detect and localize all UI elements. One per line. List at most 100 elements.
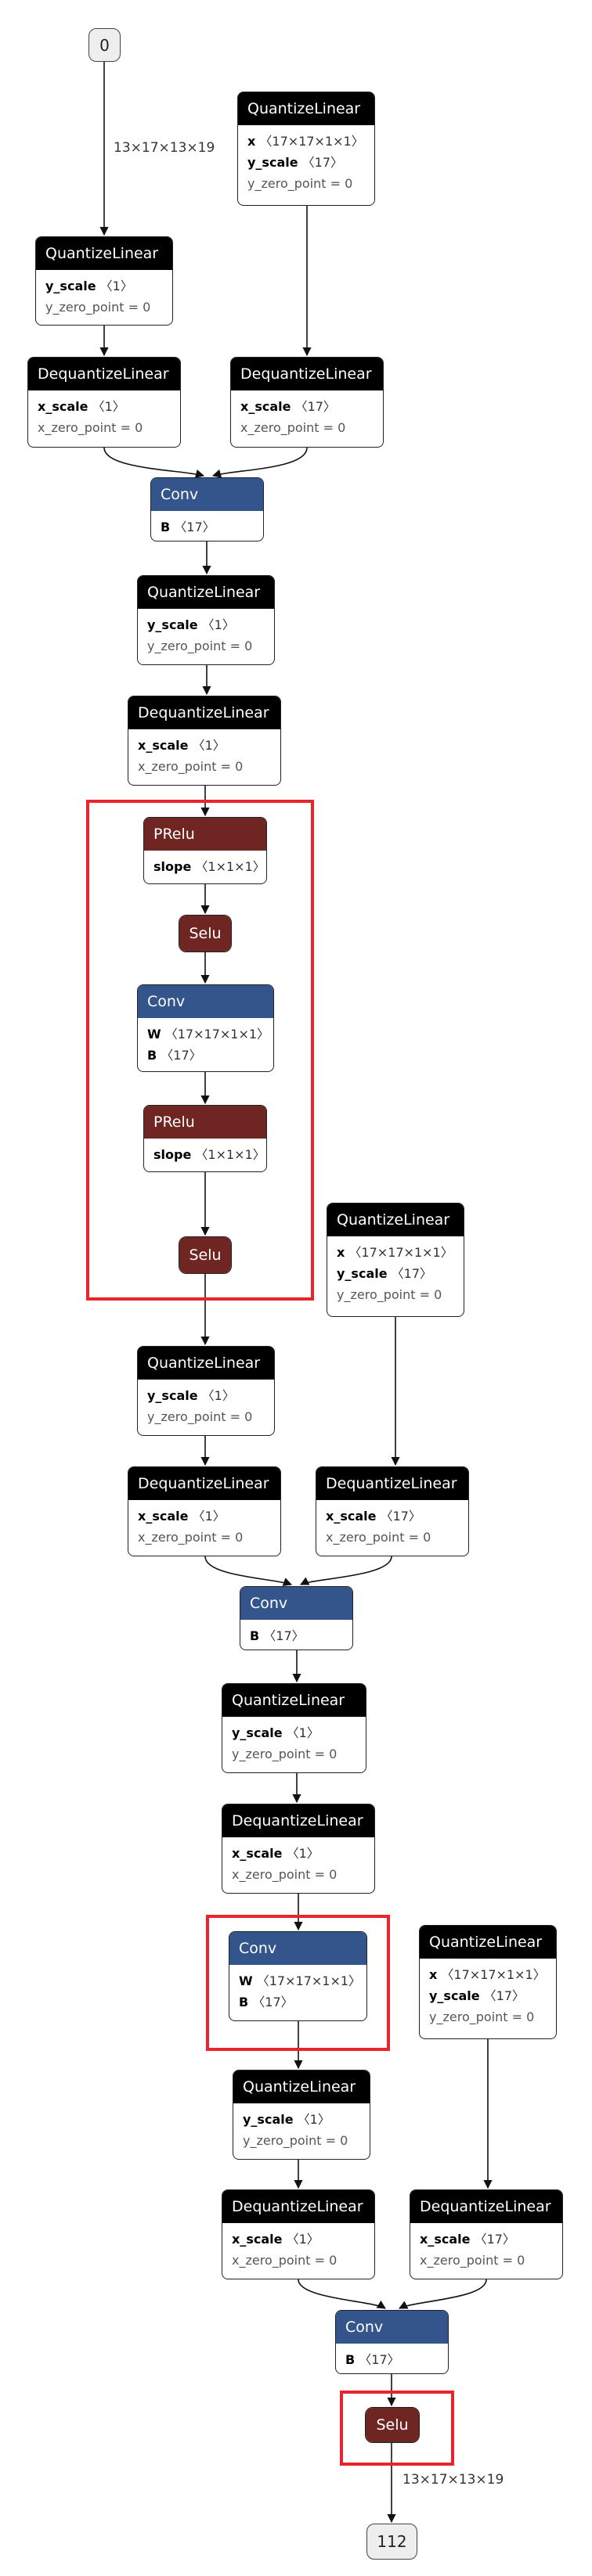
input-shape-label: 13×17×13×19 bbox=[114, 140, 215, 156]
node-attributes: x_scale 〈17〉x_zero_point = 0 bbox=[410, 2223, 562, 2276]
attribute-value: 〈1〉 bbox=[286, 1846, 319, 1861]
node-title: DequantizeLinear bbox=[128, 696, 280, 729]
attribute-row: y_scale 〈17〉 bbox=[337, 1263, 456, 1284]
attribute-key: y_zero_point = 0 bbox=[243, 2133, 348, 2148]
node-attributes: x 〈17×17×1×1〉y_scale 〈17〉y_zero_point = … bbox=[327, 1236, 464, 1310]
attribute-key: x_zero_point = 0 bbox=[138, 759, 244, 774]
attribute-row: y_zero_point = 0 bbox=[45, 297, 164, 318]
attribute-key: x_zero_point = 0 bbox=[232, 1867, 338, 1882]
attribute-row: x_scale 〈1〉 bbox=[232, 2229, 366, 2250]
attribute-key: x_zero_point = 0 bbox=[138, 1530, 244, 1545]
node-attributes: x_scale 〈1〉x_zero_point = 0 bbox=[222, 1837, 374, 1890]
attribute-row: B 〈17〉 bbox=[250, 1625, 345, 1646]
attribute-value: 〈1〉 bbox=[201, 1388, 235, 1403]
graph-input-node[interactable]: 0 bbox=[88, 28, 121, 62]
node-title: DequantizeLinear bbox=[222, 2190, 374, 2223]
node-title: QuantizeLinear bbox=[138, 1347, 274, 1380]
node-conv5[interactable]: Conv B 〈17〉 bbox=[335, 2310, 449, 2374]
attribute-key: y_zero_point = 0 bbox=[232, 1747, 338, 1761]
node-title: QuantizeLinear bbox=[238, 92, 374, 125]
attribute-value: 〈1×1×1〉 bbox=[195, 859, 265, 874]
node-title: Selu bbox=[366, 2408, 419, 2442]
attribute-key: slope bbox=[153, 859, 192, 874]
attribute-key: x_zero_point = 0 bbox=[232, 2253, 338, 2268]
attribute-key: y_zero_point = 0 bbox=[247, 176, 353, 191]
attribute-key: x_scale bbox=[326, 1509, 377, 1524]
attribute-key: y_zero_point = 0 bbox=[147, 639, 253, 653]
node-selu2[interactable]: Selu bbox=[179, 1236, 232, 1274]
attribute-key: y_scale bbox=[147, 1388, 198, 1403]
attribute-value: 〈17×17×1×1〉 bbox=[164, 1027, 270, 1042]
attribute-row: x_zero_point = 0 bbox=[232, 2250, 366, 2271]
attribute-row: x_zero_point = 0 bbox=[38, 417, 172, 438]
attribute-row: x_zero_point = 0 bbox=[420, 2250, 554, 2271]
attribute-value: 〈1〉 bbox=[92, 399, 125, 414]
node-attributes: y_scale 〈1〉y_zero_point = 0 bbox=[138, 609, 274, 661]
attribute-key: y_scale bbox=[337, 1266, 388, 1281]
graph-output-label: 112 bbox=[377, 2532, 407, 2551]
node-selu1[interactable]: Selu bbox=[179, 915, 232, 952]
node-dql-a5[interactable]: DequantizeLinear x_scale 〈1〉 x_zero_point … bbox=[222, 2189, 375, 2279]
attribute-key: x_scale bbox=[38, 399, 88, 414]
attribute-value: 〈1〉 bbox=[192, 1509, 226, 1524]
attribute-row: y_scale 〈1〉 bbox=[243, 2109, 362, 2130]
attribute-row: y_scale 〈1〉 bbox=[147, 1385, 266, 1406]
attribute-key: x bbox=[247, 134, 256, 149]
attribute-key: B bbox=[239, 1995, 249, 2009]
attribute-key: y_scale bbox=[232, 1725, 283, 1740]
edge-arrow bbox=[299, 1556, 392, 1585]
attribute-row: B 〈17〉 bbox=[345, 2349, 440, 2370]
attribute-row: x 〈17×17×1×1〉 bbox=[337, 1242, 456, 1263]
node-attributes: B 〈17〉 bbox=[240, 1620, 352, 1650]
graph-output-node[interactable]: 112 bbox=[366, 2524, 417, 2560]
node-title: DequantizeLinear bbox=[316, 1467, 468, 1500]
attribute-value: 〈1×1×1〉 bbox=[195, 1147, 265, 1162]
highlight-box bbox=[340, 2391, 454, 2466]
attribute-value: 〈17×17×1×1〉 bbox=[441, 1967, 546, 1982]
attribute-value: 〈17×17×1×1〉 bbox=[256, 1973, 362, 1988]
node-selu3[interactable]: Selu bbox=[365, 2407, 420, 2443]
attribute-row: x_zero_point = 0 bbox=[326, 1527, 460, 1548]
node-title: DequantizeLinear bbox=[410, 2190, 562, 2223]
attribute-key: y_zero_point = 0 bbox=[147, 1409, 253, 1424]
attribute-value: 〈17〉 bbox=[174, 520, 215, 534]
node-title: Conv bbox=[336, 2311, 448, 2344]
attribute-value: 〈17×17×1×1〉 bbox=[348, 1245, 453, 1260]
attribute-key: B bbox=[161, 520, 171, 534]
attribute-key: y_scale bbox=[243, 2112, 294, 2127]
attribute-row: y_zero_point = 0 bbox=[429, 2006, 548, 2027]
attribute-value: 〈17〉 bbox=[263, 1628, 305, 1643]
edge-arrow bbox=[398, 2279, 487, 2309]
attribute-row: x 〈17×17×1×1〉 bbox=[247, 131, 366, 152]
attribute-value: 〈1〉 bbox=[201, 617, 235, 632]
node-title: Selu bbox=[179, 1237, 231, 1273]
attribute-row: x_scale 〈1〉 bbox=[38, 396, 172, 417]
node-ql-y3[interactable]: QuantizeLinear y_scale 〈1〉 y_zero_point = … bbox=[137, 1346, 275, 1436]
attribute-row: x_zero_point = 0 bbox=[138, 756, 273, 777]
attribute-value: 〈17〉 bbox=[359, 2352, 400, 2367]
node-title: PRelu bbox=[144, 1106, 266, 1139]
attribute-row: x 〈17×17×1×1〉 bbox=[429, 1964, 548, 1985]
attribute-value: 〈1〉 bbox=[286, 1725, 319, 1740]
attribute-row: y_zero_point = 0 bbox=[232, 1743, 358, 1765]
